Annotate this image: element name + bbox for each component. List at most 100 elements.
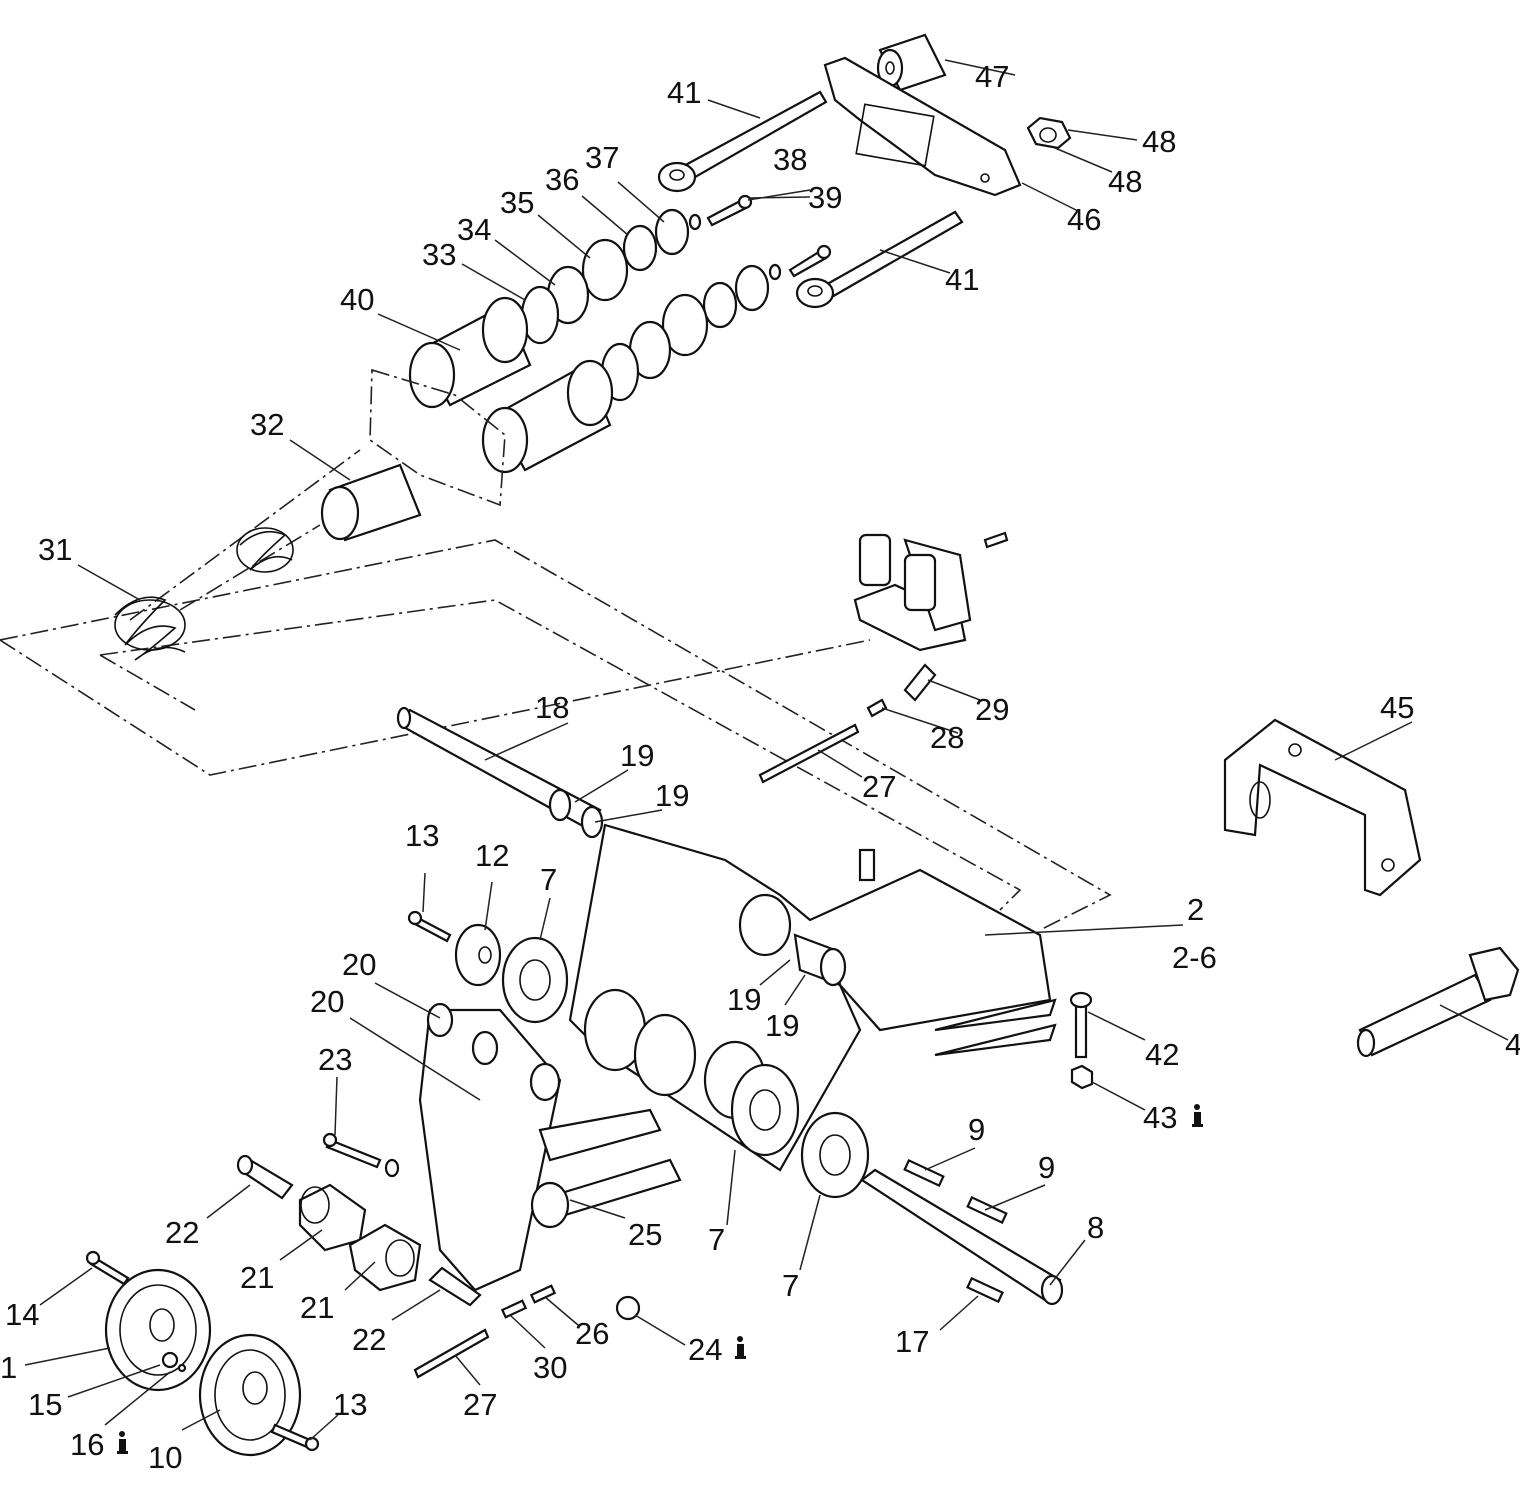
label-19-b: 19 [655,778,689,813]
part-40-cylinder-upper [408,296,532,409]
label-19-c: 19 [727,982,761,1017]
part-15-16-washer [161,1351,187,1373]
part-48-nut [1026,116,1072,150]
part-22-pin-lower [428,1266,482,1307]
info-icon-24 [735,1336,746,1359]
label-26: 26 [575,1316,609,1351]
label-13-lower: 13 [333,1387,367,1422]
label-46: 46 [1067,202,1101,237]
part-41-rod-lower [795,210,964,309]
label-39: 39 [808,180,842,215]
label-38: 38 [773,142,807,177]
part-28-fitting [866,698,888,718]
label-22-b: 22 [352,1322,386,1357]
label-16: 16 [70,1427,104,1462]
label-21-b: 21 [300,1290,334,1325]
label-19-a: 19 [620,738,654,773]
part-32-sleeve [320,463,422,542]
label-20-b: 20 [310,984,344,1019]
part-38-bolt [688,194,753,231]
part-19-bushing [793,933,847,987]
label-7-c: 7 [782,1268,799,1303]
part-30-pin [500,1299,528,1319]
label-10: 10 [148,1440,182,1475]
part-17-key [966,1276,1004,1304]
label-8: 8 [1087,1210,1104,1245]
part-13-bolt-upper [407,910,452,943]
label-34: 34 [457,212,491,247]
part-2-frame [568,823,1057,1172]
label-19-d: 19 [765,1008,799,1043]
part-47-bushing [876,33,947,92]
part-14-bolt [85,1250,130,1286]
label-4: 4 [1505,1027,1520,1062]
part-7-bearing-1 [501,936,569,1024]
part-labels: 41 47 48 48 46 38 39 37 36 35 34 33 40 4… [0,59,1520,1475]
label-20-a: 20 [342,947,376,982]
part-8-shaft [860,1168,1064,1306]
label-22-a: 22 [165,1215,199,1250]
part-4-bolt [1356,946,1520,1058]
label-32: 32 [250,407,284,442]
part-21-damper-2 [348,1223,422,1292]
label-30: 30 [533,1350,567,1385]
assembly-outline-lower [99,599,1022,911]
part-9-key-2 [966,1195,1008,1225]
label-33: 33 [422,237,456,272]
part-43-nut [1070,1064,1094,1090]
part-7-bearing-3 [800,1111,870,1199]
part-18-shaft [396,706,604,839]
label-7-b: 7 [708,1222,725,1257]
label-48-lower: 48 [1108,164,1142,199]
part-31-spring-left [114,596,186,661]
label-48-upper: 48 [1142,124,1176,159]
label-9-b: 9 [1038,1150,1055,1185]
part-29-bracket [853,531,1009,702]
label-21-a: 21 [240,1260,274,1295]
part-23-bolt [322,1132,400,1178]
label-31: 31 [38,532,72,567]
part-42-bolt [1069,991,1093,1059]
label-12: 12 [475,838,509,873]
label-28: 28 [930,720,964,755]
info-icon-16 [117,1431,128,1454]
label-2-6: 2-6 [1172,940,1217,975]
part-24-nut [615,1295,641,1321]
label-1: 1 [0,1350,17,1385]
part-27-pin-upper [758,723,860,784]
label-40: 40 [340,282,374,317]
part-21-damper-1 [298,1183,367,1252]
label-45: 45 [1380,690,1414,725]
label-23: 23 [318,1042,352,1077]
part-27-pin-lower [413,1328,490,1379]
part-26-pin [529,1284,557,1304]
label-25: 25 [628,1217,662,1252]
part-stack-33-37-upper [520,208,690,345]
info-icon-43 [1192,1104,1203,1127]
part-41-rod-upper [657,90,828,193]
label-2: 2 [1187,892,1204,927]
label-24: 24 [688,1332,722,1367]
label-42: 42 [1145,1037,1179,1072]
part-46-lever [823,56,1022,197]
label-9-a: 9 [968,1112,985,1147]
label-14: 14 [5,1297,39,1332]
part-12-washer [454,923,502,987]
label-47: 47 [975,59,1009,94]
part-45-bracket [1223,718,1422,897]
leader-lines [24,59,1509,1441]
label-17: 17 [895,1324,929,1359]
part-31-spring-right [236,527,294,573]
label-36: 36 [545,162,579,197]
label-41-upper: 41 [667,75,701,110]
label-27-lower: 27 [463,1387,497,1422]
part-7-bearing-2 [730,1063,800,1157]
label-37: 37 [585,140,619,175]
label-13-upper: 13 [405,818,439,853]
part-20-arm [418,1002,562,1292]
label-41-lower: 41 [945,262,979,297]
label-27-upper: 27 [862,769,896,804]
part-1-disc [104,1268,212,1392]
part-25-shaft [530,1108,682,1229]
